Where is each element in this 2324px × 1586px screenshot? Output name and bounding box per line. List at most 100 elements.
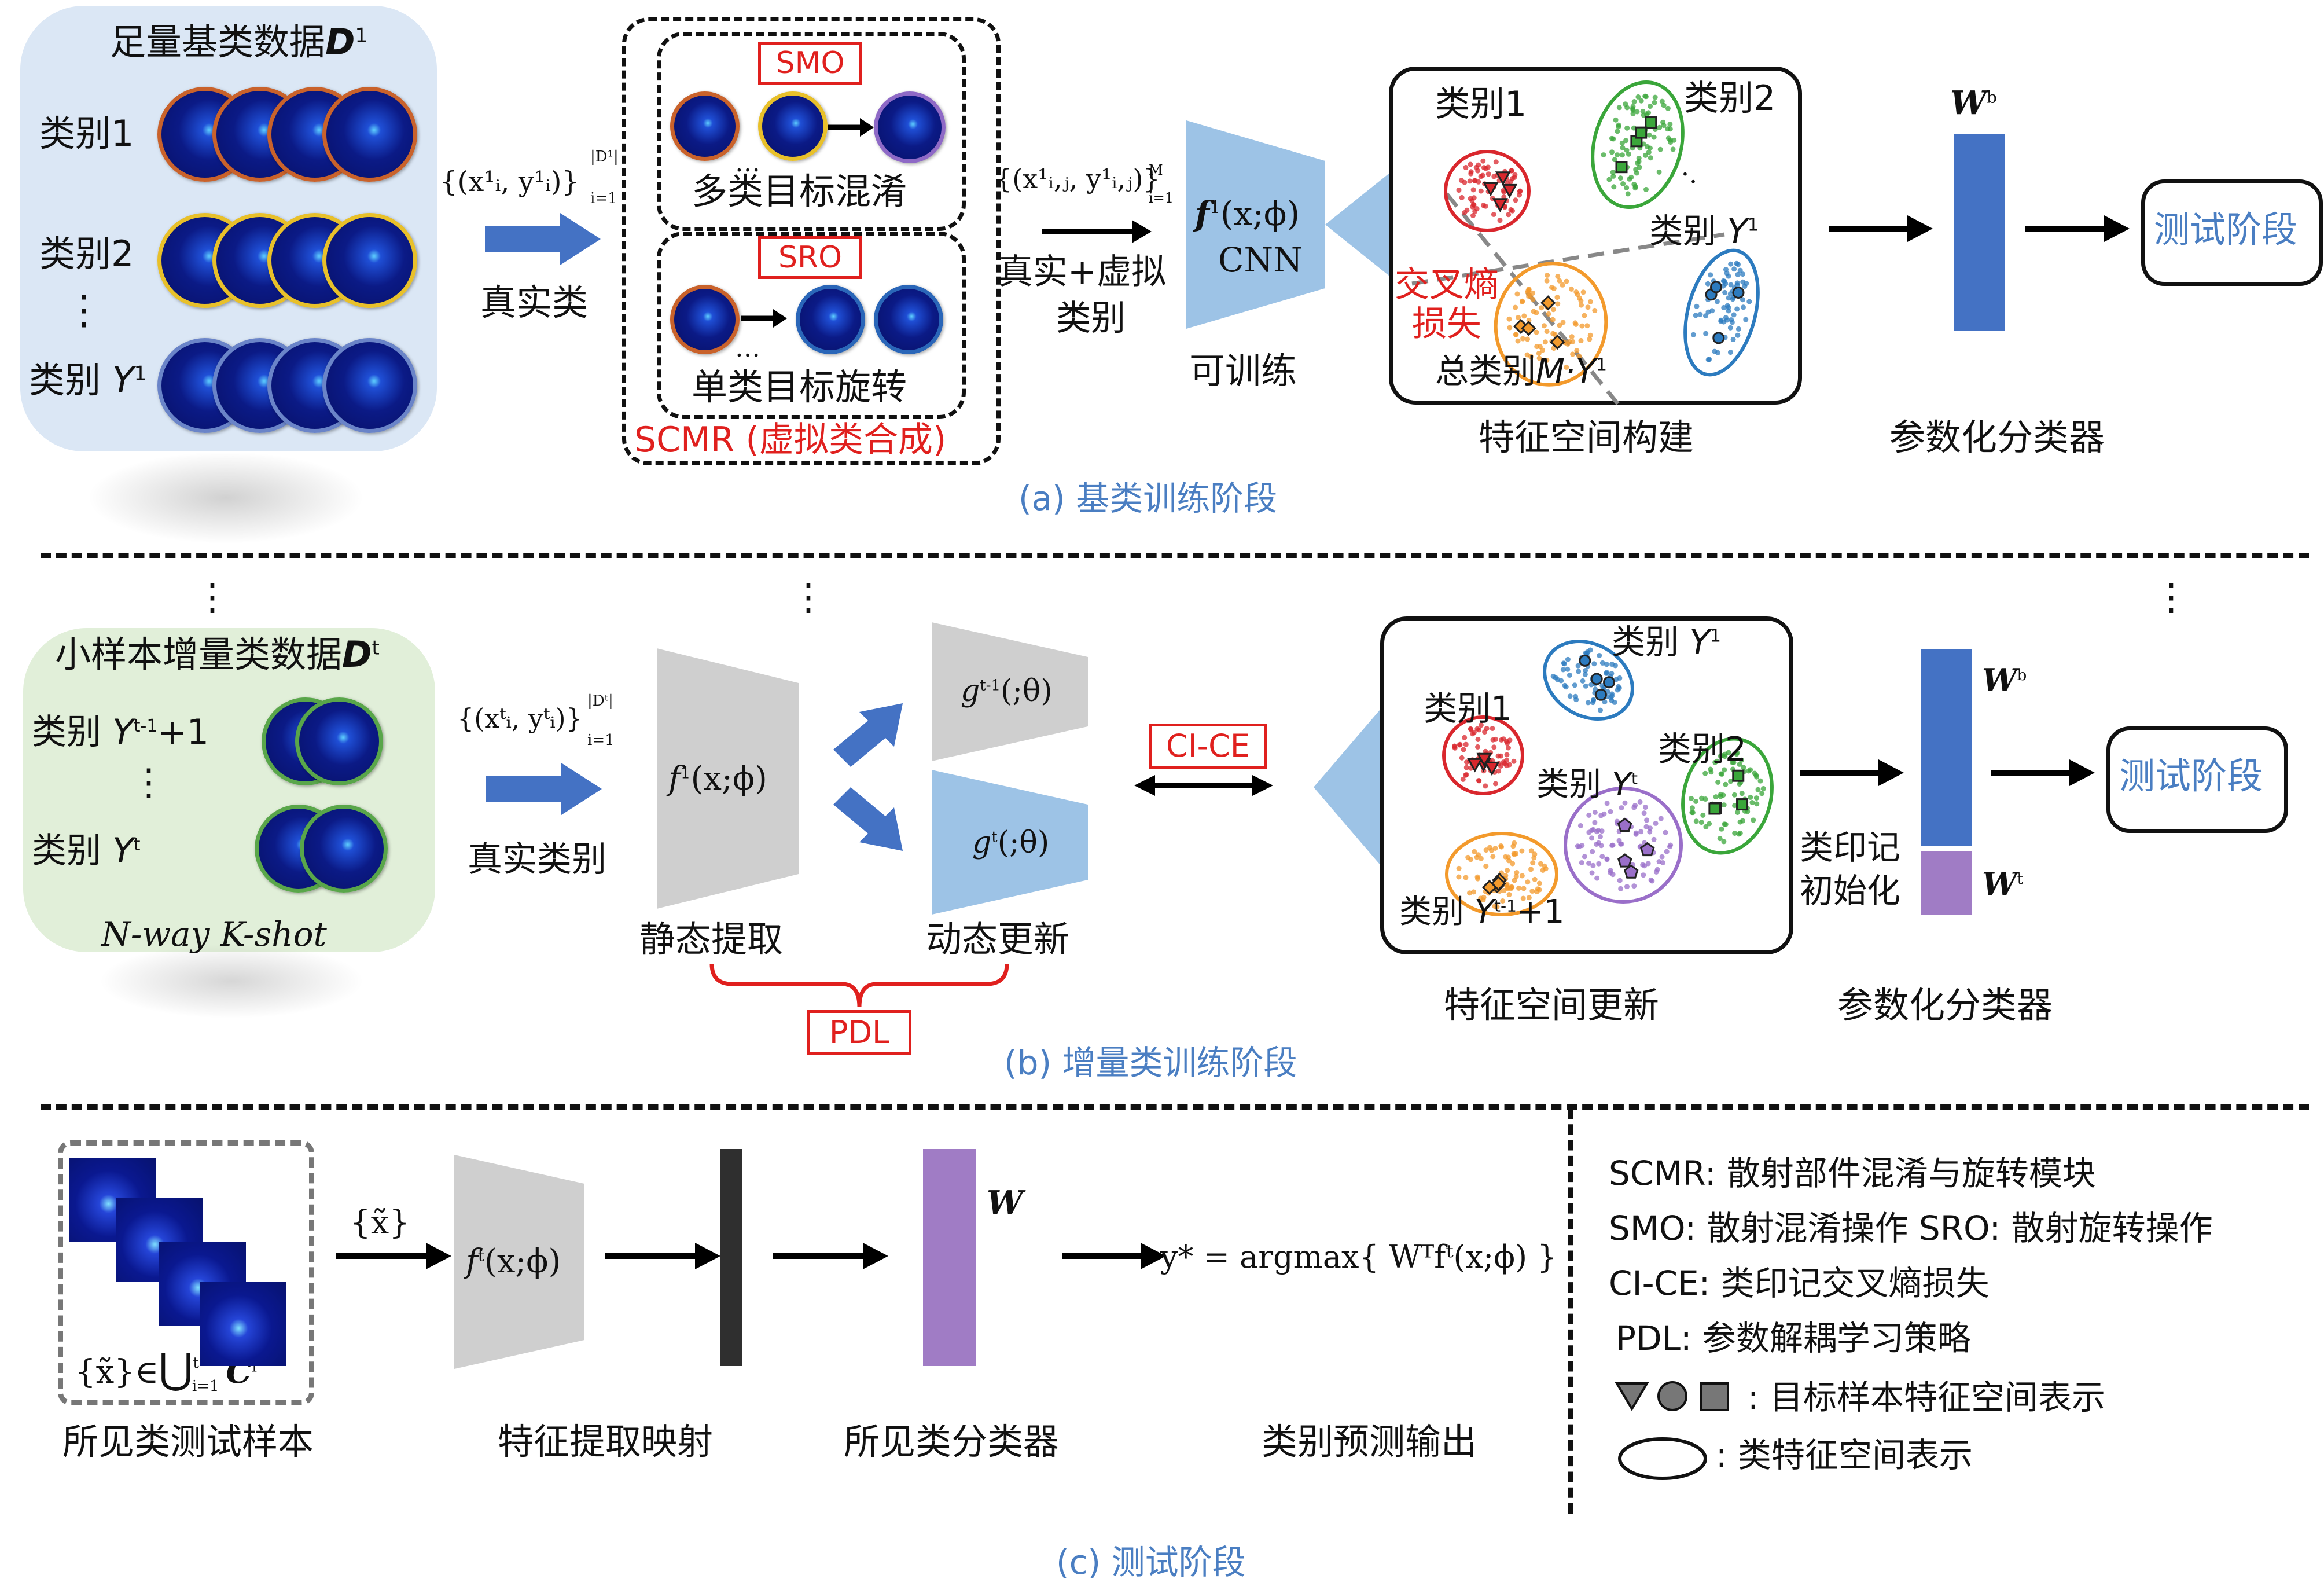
incr-panel-title: 小样本增量类数据Dt	[55, 637, 380, 673]
sample-image	[874, 91, 946, 163]
legend-l3: CI-CE: 类印记交叉熵损失	[1609, 1264, 1990, 1303]
fsb-classYt1-prefix: 类别	[1399, 893, 1474, 931]
sample-image	[670, 285, 740, 354]
vdots-b-1: ⋮	[194, 576, 231, 619]
sro-dots: …	[735, 333, 760, 363]
right-arrow-icon	[1800, 759, 1904, 786]
fsb-classYt-sup: t	[1631, 769, 1638, 788]
incr-input-set: {(xᵗᵢ, yᵗᵢ)}	[457, 703, 583, 734]
sro-box	[657, 232, 966, 419]
smo-arrow-icon	[828, 118, 874, 137]
wb-b-sup: b	[2017, 667, 2027, 684]
test-box-b[interactable]	[2106, 726, 2288, 833]
static-sup: 1	[680, 763, 691, 783]
g-new-args: (;θ)	[997, 825, 1050, 860]
pdl-brace	[709, 963, 1009, 1008]
incr-panel-title-sup: t	[372, 636, 380, 660]
g-old-trapezoid	[932, 622, 1088, 761]
legend-markers	[1615, 1381, 1729, 1411]
sro-arrow-icon	[741, 309, 787, 328]
base-input-set-head: {(x	[440, 166, 484, 198]
static-label: 静态提取	[639, 918, 784, 960]
g-new-sup: t	[991, 828, 998, 846]
wt-b-sup: t	[2017, 871, 2024, 888]
caption-a: (a) 基类训练阶段	[1018, 479, 1278, 518]
smo-box	[657, 32, 966, 231]
sample-image	[322, 213, 417, 308]
fsb-classY1-sym: Y	[1689, 622, 1710, 662]
sample-image	[300, 805, 388, 893]
fsb-classYt-prefix: 类别	[1536, 766, 1612, 803]
base-input-label: 真实类	[480, 281, 589, 324]
legend-l5: : 目标样本特征空间表示	[1748, 1378, 2105, 1417]
separator-ab	[41, 553, 2309, 558]
base-panel-title-sym: D	[325, 21, 355, 63]
test-f-formula: ft(x;ϕ)	[466, 1246, 561, 1278]
right-arrow-icon	[1062, 1243, 1166, 1269]
test-f-trapezoid	[454, 1155, 584, 1369]
incr-classA-suffix: +1	[157, 712, 209, 752]
static-f: f	[668, 760, 681, 798]
cluster	[1564, 787, 1683, 904]
incr-classA-sup: t-1	[133, 716, 158, 736]
incr-vdots: ⋮	[130, 761, 167, 804]
test-arrow-label: {x̃}	[350, 1204, 410, 1242]
incr-classB-prefix: 类别	[32, 831, 113, 871]
fsa-caption: 特征空间构建	[1479, 416, 1694, 458]
incr-data-shadow	[98, 943, 365, 1019]
right-arrow-icon	[1991, 759, 2095, 786]
test-box-a[interactable]	[2141, 179, 2323, 286]
pdl-label: PDL	[807, 1010, 911, 1055]
test-set-expr: {x̃}∈⋃ti=1Ci	[75, 1348, 257, 1394]
fsb-classYt: 类别 Yt	[1536, 769, 1638, 801]
fsb-classYt1-sym: Y	[1474, 893, 1495, 931]
fsb-classYt1-suffix: +1	[1516, 893, 1565, 931]
classifier-bar-base-a	[1954, 134, 2005, 331]
incr-classA-prefix: 类别	[32, 712, 113, 752]
incr-panel-title-sym: D	[342, 633, 372, 675]
sample-image	[796, 285, 865, 354]
legend-l2: SMO: 散射混淆操作 SRO: 散射旋转操作	[1609, 1209, 2213, 1248]
cnn-formula: f1(x;ϕ)	[1195, 197, 1300, 230]
fsa-total-sym: M·Y	[1536, 351, 1596, 391]
test-box-a-label: 测试阶段	[2154, 208, 2298, 251]
cluster	[1543, 640, 1634, 721]
clf-caption-c: 所见类分类器	[844, 1420, 1060, 1463]
incr-nway: N-way K-shot	[101, 915, 327, 954]
fsb-classYt1: 类别 Yt-1+1	[1399, 896, 1565, 928]
test-set-union: ⋃	[159, 1344, 193, 1393]
up-arrow-icon	[833, 703, 903, 767]
wb-b-sym: W	[1982, 662, 2017, 699]
cice-label: CI-CE	[1149, 724, 1267, 769]
imprint-1: 类印记	[1800, 828, 1901, 867]
base-vdots: ⋮	[64, 286, 104, 333]
smo-caption: 多类目标混淆	[692, 170, 907, 212]
fsa-classY: 类别 Y1	[1649, 214, 1759, 248]
base-data-shadow	[87, 451, 365, 544]
g-old-formula: gt-1(;θ)	[961, 676, 1052, 706]
scmr-box	[622, 17, 1001, 465]
base-mid-label-1: 真实+虚拟	[998, 252, 1167, 292]
g-old-sup: t-1	[980, 677, 1001, 695]
fsb-connector	[1314, 706, 1383, 868]
incr-classB-sup: t	[133, 835, 141, 855]
fsa-classY-sym: Y	[1727, 211, 1748, 251]
test-f-args: (x;ϕ)	[484, 1243, 561, 1280]
cluster	[1494, 262, 1608, 387]
fsa-total-prefix: 总类别	[1435, 351, 1536, 391]
fsb-classY1-prefix: 类别	[1612, 622, 1690, 662]
static-formula: f1(x;ϕ)	[668, 763, 767, 795]
base-classY-label: 类别 Y1	[29, 362, 146, 398]
static-args: (x;ϕ)	[690, 760, 767, 798]
g-new-trapezoid	[932, 770, 1088, 915]
fsb-classY1-sup: 1	[1709, 626, 1721, 647]
cnn-sup: 1	[1209, 197, 1221, 218]
triangle-icon	[1615, 1382, 1649, 1411]
legend-l1: SCMR: 散射部件混淆与旋转模块	[1609, 1154, 2096, 1193]
dynamic-label: 动态更新	[926, 918, 1070, 960]
fsa-class2: 类别2	[1684, 78, 1776, 119]
fsa-loss-1: 交叉熵	[1395, 265, 1499, 305]
g-new-formula: gt(;θ)	[972, 828, 1049, 858]
test-samples-box	[58, 1140, 314, 1405]
clf-caption-b: 参数化分类器	[1837, 984, 2053, 1026]
